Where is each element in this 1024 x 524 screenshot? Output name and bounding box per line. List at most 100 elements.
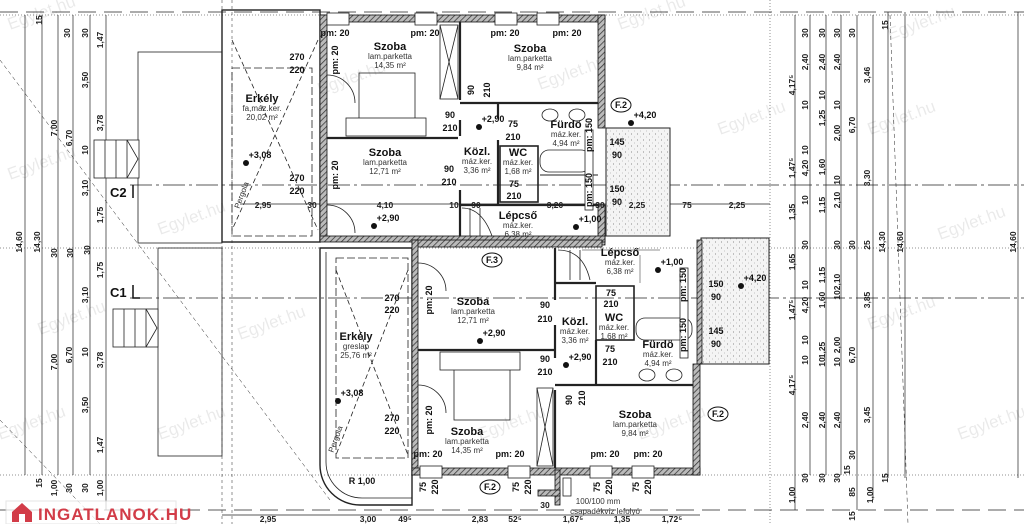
room-name: Lépcső bbox=[499, 210, 538, 222]
right-dimension: 14,30 bbox=[877, 231, 887, 253]
room-area: 3,36 m² bbox=[561, 336, 588, 345]
right-dimension: 30 bbox=[847, 450, 857, 460]
right-dimension: 6,70 bbox=[847, 116, 857, 133]
room-name: WC bbox=[605, 312, 623, 324]
right-dimension: 30 bbox=[817, 28, 827, 38]
room-finish: lam.parketta bbox=[613, 420, 658, 429]
level-marker-icon bbox=[371, 223, 377, 229]
logo-text: INGATLANOK.HU bbox=[38, 505, 192, 524]
opening-dimension: pm: 20 bbox=[633, 449, 662, 459]
opening-dimension: pm: 20 bbox=[590, 449, 619, 459]
level-marker-icon bbox=[335, 398, 341, 404]
right-dimension: 30 bbox=[800, 240, 810, 250]
room-name: Fürdö bbox=[642, 339, 673, 351]
room-area: 12,71 m² bbox=[369, 167, 401, 176]
room-name: Szoba bbox=[457, 296, 490, 308]
room-name: Lépcső bbox=[601, 247, 640, 259]
opening-dimension: 150 bbox=[708, 279, 723, 289]
room-finish: lam.parketta bbox=[445, 437, 490, 446]
ingatlanok-logo: INGATLANOK.HU bbox=[5, 500, 192, 524]
opening-dimension: 75 bbox=[606, 288, 616, 298]
room-finish: máz.ker. bbox=[599, 323, 629, 332]
left-dimension: 7,00 bbox=[49, 119, 59, 136]
level-marker-icon bbox=[573, 224, 579, 230]
level-marker-icon bbox=[563, 362, 569, 368]
opening-dimension: 220 bbox=[289, 65, 304, 75]
upper-windows bbox=[326, 12, 560, 26]
level-marker-icon bbox=[477, 338, 483, 344]
drain-size-note: 100/100 mm bbox=[576, 497, 621, 506]
opening-dimension: 270 bbox=[289, 52, 304, 62]
right-dimension: 30 bbox=[847, 240, 857, 250]
room-name: Fürdö bbox=[550, 119, 581, 131]
facade-marker-label: F.2 bbox=[712, 409, 724, 419]
right-dimension: 3,85 bbox=[862, 291, 872, 308]
right-dimension: 10 bbox=[817, 90, 827, 100]
watermark-text: Egylet.hu bbox=[865, 97, 938, 139]
radius-note: R 1,00 bbox=[349, 476, 376, 486]
right-dimension: 2,40 bbox=[817, 53, 827, 70]
opening-dimension: 75 bbox=[631, 482, 641, 492]
opening-dimension: 90 bbox=[564, 395, 574, 405]
watermark-text: Egylet.hu bbox=[715, 97, 788, 139]
adjacent-building-outline bbox=[137, 51, 223, 457]
room-area: 4,94 m² bbox=[644, 359, 671, 368]
opening-dimension: 210 bbox=[537, 314, 552, 324]
bottom-dimension: 2,83 bbox=[472, 514, 489, 524]
bottom-dimension: 1,72⁵ bbox=[662, 514, 683, 524]
left-dimension: 14,30 bbox=[32, 231, 42, 253]
lower-furniture bbox=[417, 249, 693, 467]
left-dimension: 10 bbox=[80, 347, 90, 357]
inner-dimension: 90 bbox=[471, 200, 481, 210]
right-dimension: 3,46 bbox=[862, 66, 872, 83]
facade-marker bbox=[707, 406, 729, 422]
opening-dimension: 210 bbox=[482, 82, 492, 97]
opening-dimension: 220 bbox=[384, 426, 399, 436]
level-label: +1,00 bbox=[661, 257, 684, 267]
opening-dimension: 270 bbox=[384, 413, 399, 423]
opening-dimension: 90 bbox=[540, 300, 550, 310]
left-dimension: 3,10 bbox=[80, 286, 90, 303]
pergola-label: Pergola bbox=[327, 424, 345, 454]
level-label: +2,90 bbox=[569, 352, 592, 362]
left-dimension: 30 bbox=[65, 248, 75, 258]
level-label: +3,08 bbox=[249, 150, 272, 160]
left-dimension: 3,78 bbox=[95, 351, 105, 368]
opening-dimension: 90 bbox=[711, 339, 721, 349]
left-dimension: 30 bbox=[62, 28, 72, 38]
right-dimension: 10 bbox=[800, 280, 810, 290]
opening-dimension: 75 bbox=[509, 179, 519, 189]
room-finish: máz.ker. bbox=[551, 130, 581, 139]
right-dimension: 1,47⁵ bbox=[787, 300, 797, 321]
section-marker-c1: C1 bbox=[110, 285, 127, 300]
room-name: Szoba bbox=[619, 409, 652, 421]
opening-dimension: 220 bbox=[523, 479, 533, 494]
inner-dimension: 2,25 bbox=[729, 200, 746, 210]
right-dimension: 10 bbox=[817, 357, 827, 367]
opening-dimension: pm: 150 bbox=[584, 118, 594, 152]
left-dimension: 1,00 bbox=[95, 479, 105, 496]
opening-dimension: pm: 20 bbox=[413, 449, 442, 459]
left-dimension: 7,00 bbox=[49, 353, 59, 370]
room-area: 20,02 m² bbox=[246, 113, 278, 122]
facade-marker bbox=[481, 252, 503, 268]
inner-dimension: 10 bbox=[449, 200, 459, 210]
level-label: +4,20 bbox=[634, 110, 657, 120]
right-dimension: 1,47⁵ bbox=[787, 158, 797, 179]
left-dimension: 1,47 bbox=[95, 436, 105, 453]
lower-balcony bbox=[319, 247, 413, 506]
house-icon bbox=[12, 503, 32, 522]
opening-dimension: 220 bbox=[643, 479, 653, 494]
watermark-text: Egylet.hu bbox=[935, 202, 1008, 244]
room-area: 12,71 m² bbox=[457, 316, 489, 325]
left-dimension: 30 bbox=[49, 248, 59, 258]
right-dimension: 1,25 bbox=[817, 341, 827, 358]
right-dimension: 1,15 bbox=[817, 196, 827, 213]
level-label: +2,90 bbox=[377, 213, 400, 223]
watermark-text: Egylet.hu bbox=[155, 197, 228, 239]
left-dimension: 1,47 bbox=[95, 31, 105, 48]
